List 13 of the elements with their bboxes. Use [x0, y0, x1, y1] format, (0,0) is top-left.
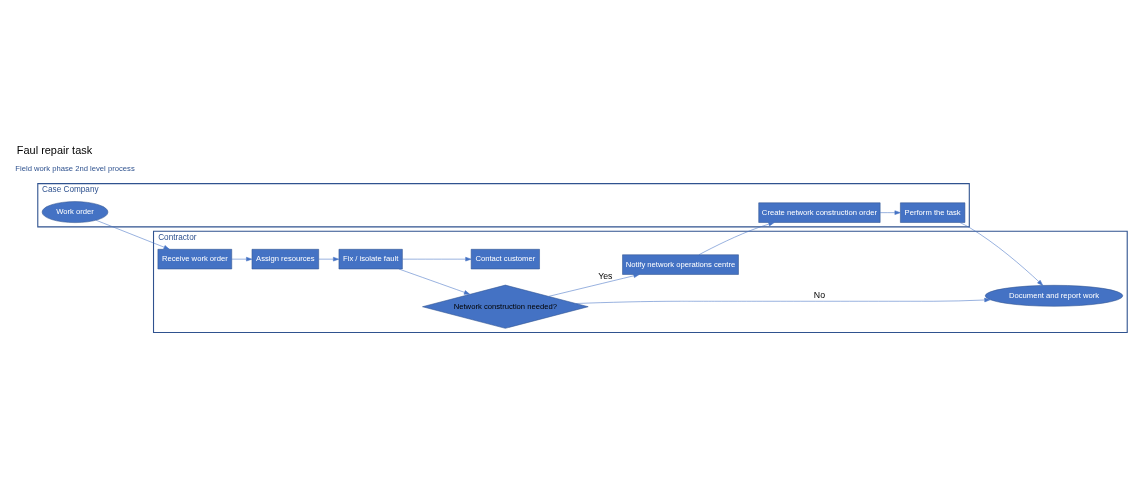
- arrow: [575, 297, 991, 304]
- arrow: [402, 256, 472, 261]
- diagram-title: Faul repair task: [16, 143, 93, 156]
- arrow: [398, 268, 471, 295]
- arrow: [318, 256, 340, 261]
- edge-label: Yes: [598, 270, 613, 281]
- arrow: [95, 219, 170, 250]
- arrow: [698, 221, 775, 255]
- edge-label: No: [813, 289, 826, 300]
- arrow: [959, 221, 1044, 286]
- arrow: [231, 256, 253, 261]
- arrow: [879, 209, 901, 215]
- arrow: [548, 273, 640, 297]
